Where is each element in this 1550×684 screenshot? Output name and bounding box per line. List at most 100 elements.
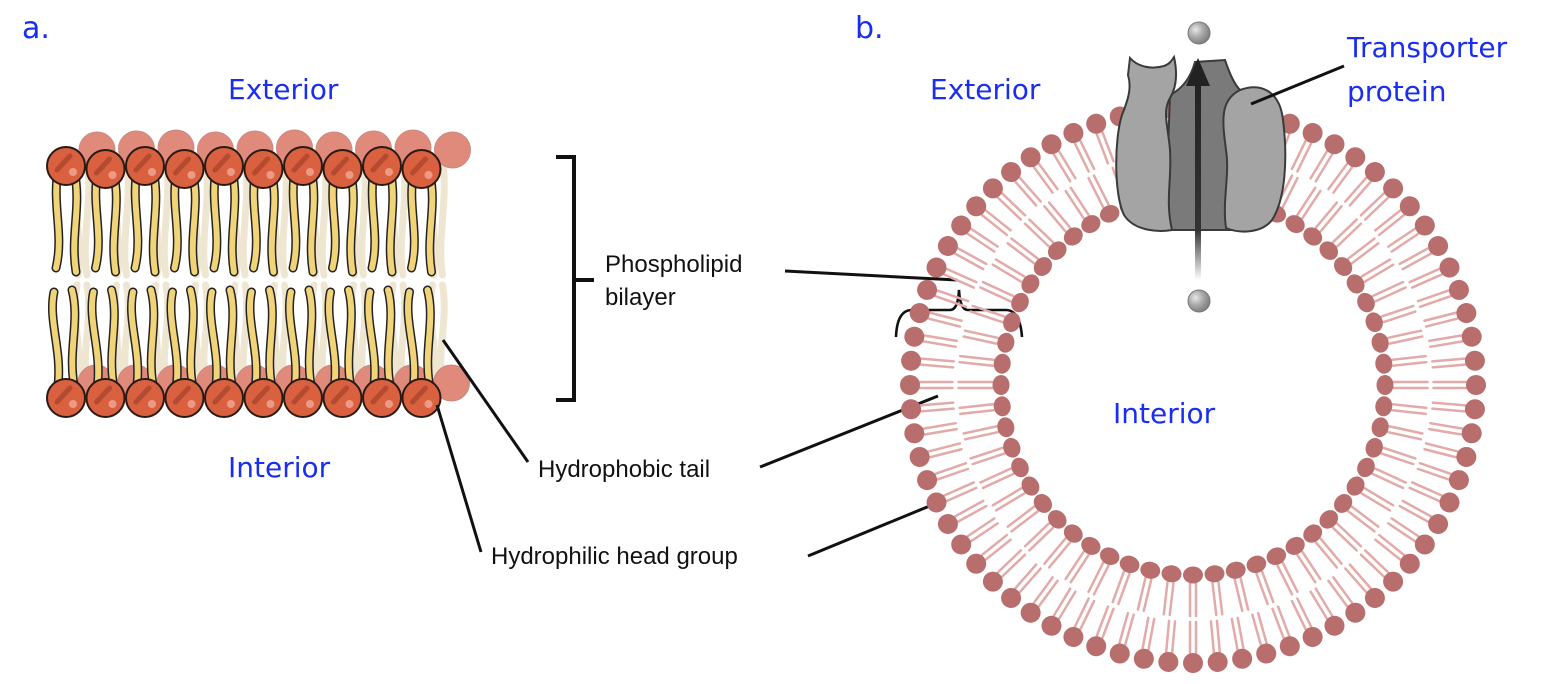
hydrophobic-tail	[110, 171, 120, 275]
ring-outer-tail	[1398, 247, 1430, 266]
ring-inner-tail	[1023, 222, 1051, 248]
ring-inner-tail	[1296, 186, 1317, 217]
hydrophilic-head-group-label: Hydrophilic head group	[491, 543, 738, 570]
head-shading	[173, 385, 191, 405]
ring-inner-head	[1333, 257, 1353, 276]
ring-inner-tail	[1347, 237, 1376, 260]
tail-leader-line-a	[441, 339, 530, 463]
hydrophobic-tail	[132, 167, 141, 271]
hydrophilic-head	[125, 146, 165, 186]
back-tail	[200, 156, 211, 279]
ring-outer-head	[1464, 350, 1485, 371]
ring-outer-tail	[1095, 605, 1110, 638]
ring-outer-tail	[969, 522, 999, 543]
ring-inner-tail	[1391, 354, 1427, 361]
hydrophobic-tail	[308, 167, 317, 275]
hydrophobic-tail	[128, 289, 141, 388]
ring-outer-head	[904, 326, 925, 347]
transporter-label-line2: protein	[1347, 75, 1447, 108]
ring-outer-tail	[1276, 605, 1291, 638]
ring-outer-tail	[1398, 504, 1430, 523]
head-shading	[54, 153, 73, 173]
hydrophobic-tail	[404, 289, 418, 388]
ring-outer-head	[1232, 648, 1253, 669]
ring-outer-head	[926, 492, 947, 513]
ring-inner-tail	[1276, 564, 1294, 596]
ring-inner-head	[1285, 215, 1305, 234]
ring-outer-head	[1324, 615, 1345, 636]
ring-inner-tail	[1314, 201, 1339, 229]
ring-inner-head	[1371, 332, 1389, 353]
ring-inner-tail	[1281, 176, 1299, 209]
head-highlight	[424, 400, 433, 408]
ring-outer-head	[1399, 553, 1420, 574]
ring-outer-tail	[1123, 613, 1135, 646]
ring-inner-tail	[1010, 510, 1039, 533]
hydrophilic-head	[85, 149, 126, 189]
ring-outer-tail	[1079, 599, 1096, 631]
ring-outer-tail	[996, 549, 1023, 574]
hydrophilic-head	[164, 378, 205, 418]
ring-outer-tail	[1429, 421, 1464, 430]
ring-inner-tail	[969, 446, 1004, 460]
ring-outer-tail	[1079, 139, 1096, 171]
ring-inner-tail	[962, 425, 998, 435]
ring-inner-head	[1021, 274, 1040, 294]
back-head	[434, 131, 471, 169]
ring-inner-tail	[959, 354, 995, 361]
ring-outer-tail	[1410, 273, 1443, 289]
solute-particle-top	[1187, 21, 1211, 45]
ring-inner-head	[1371, 417, 1389, 438]
ring-inner-tail	[1301, 550, 1322, 581]
ring-outer-tail	[922, 340, 957, 349]
ring-outer-tail	[1251, 613, 1263, 646]
head-shading	[94, 156, 112, 176]
head-highlight	[385, 168, 393, 176]
ring-inner-tail	[1391, 403, 1428, 410]
ring-inner-head	[1357, 292, 1375, 313]
ring-outer-head	[1414, 215, 1435, 236]
ring-inner-head	[993, 353, 1011, 374]
ring-outer-tail	[980, 213, 1009, 237]
hydrophilic-head	[204, 146, 244, 186]
head-shading	[212, 385, 231, 405]
ring-outer-head	[937, 514, 958, 534]
ring-outer-tail	[953, 499, 985, 518]
hydrophilic-head	[401, 149, 442, 189]
ring-outer-tail	[1215, 619, 1222, 653]
ring-outer-tail	[1374, 538, 1402, 561]
ring-inner-head	[1365, 312, 1383, 333]
ring-outer-tail	[1390, 232, 1420, 253]
hydrophilic-head	[322, 378, 363, 418]
head-shading	[212, 153, 231, 173]
ring-inner-head	[1063, 227, 1083, 246]
ring-inner-head	[1333, 494, 1353, 513]
flat-phospholipid-bilayer	[46, 129, 471, 418]
protein-right-subunit	[1222, 86, 1287, 233]
hydrophobic-tail	[290, 167, 299, 271]
hydrophobic-tail	[69, 287, 78, 388]
ring-outer-tail	[1424, 317, 1459, 328]
ring-outer-tail	[956, 504, 988, 523]
ring-inner-head	[1357, 457, 1375, 478]
ring-outer-head	[1063, 626, 1084, 647]
ring-outer-tail	[1118, 611, 1130, 645]
ring-outer-tail	[1314, 153, 1334, 183]
ring-inner-tail	[979, 467, 1012, 484]
ring-inner-tail	[1363, 263, 1395, 283]
ring-inner-head	[993, 396, 1011, 417]
ring-outer-head	[1345, 147, 1366, 168]
ring-inner-tail	[1043, 537, 1067, 565]
ring-inner-tail	[991, 263, 1023, 283]
ring-outer-head	[1020, 602, 1041, 623]
head-shading	[54, 385, 73, 405]
ring-inner-tail	[958, 360, 995, 367]
ring-outer-tail	[1416, 289, 1450, 303]
ring-inner-tail	[994, 258, 1026, 278]
head-highlight	[345, 400, 354, 408]
ring-outer-head	[1461, 423, 1482, 444]
ring-outer-tail	[1037, 162, 1059, 191]
ring-inner-tail	[1006, 242, 1036, 265]
ring-outer-tail	[984, 209, 1012, 232]
ring-inner-tail	[1023, 522, 1051, 548]
